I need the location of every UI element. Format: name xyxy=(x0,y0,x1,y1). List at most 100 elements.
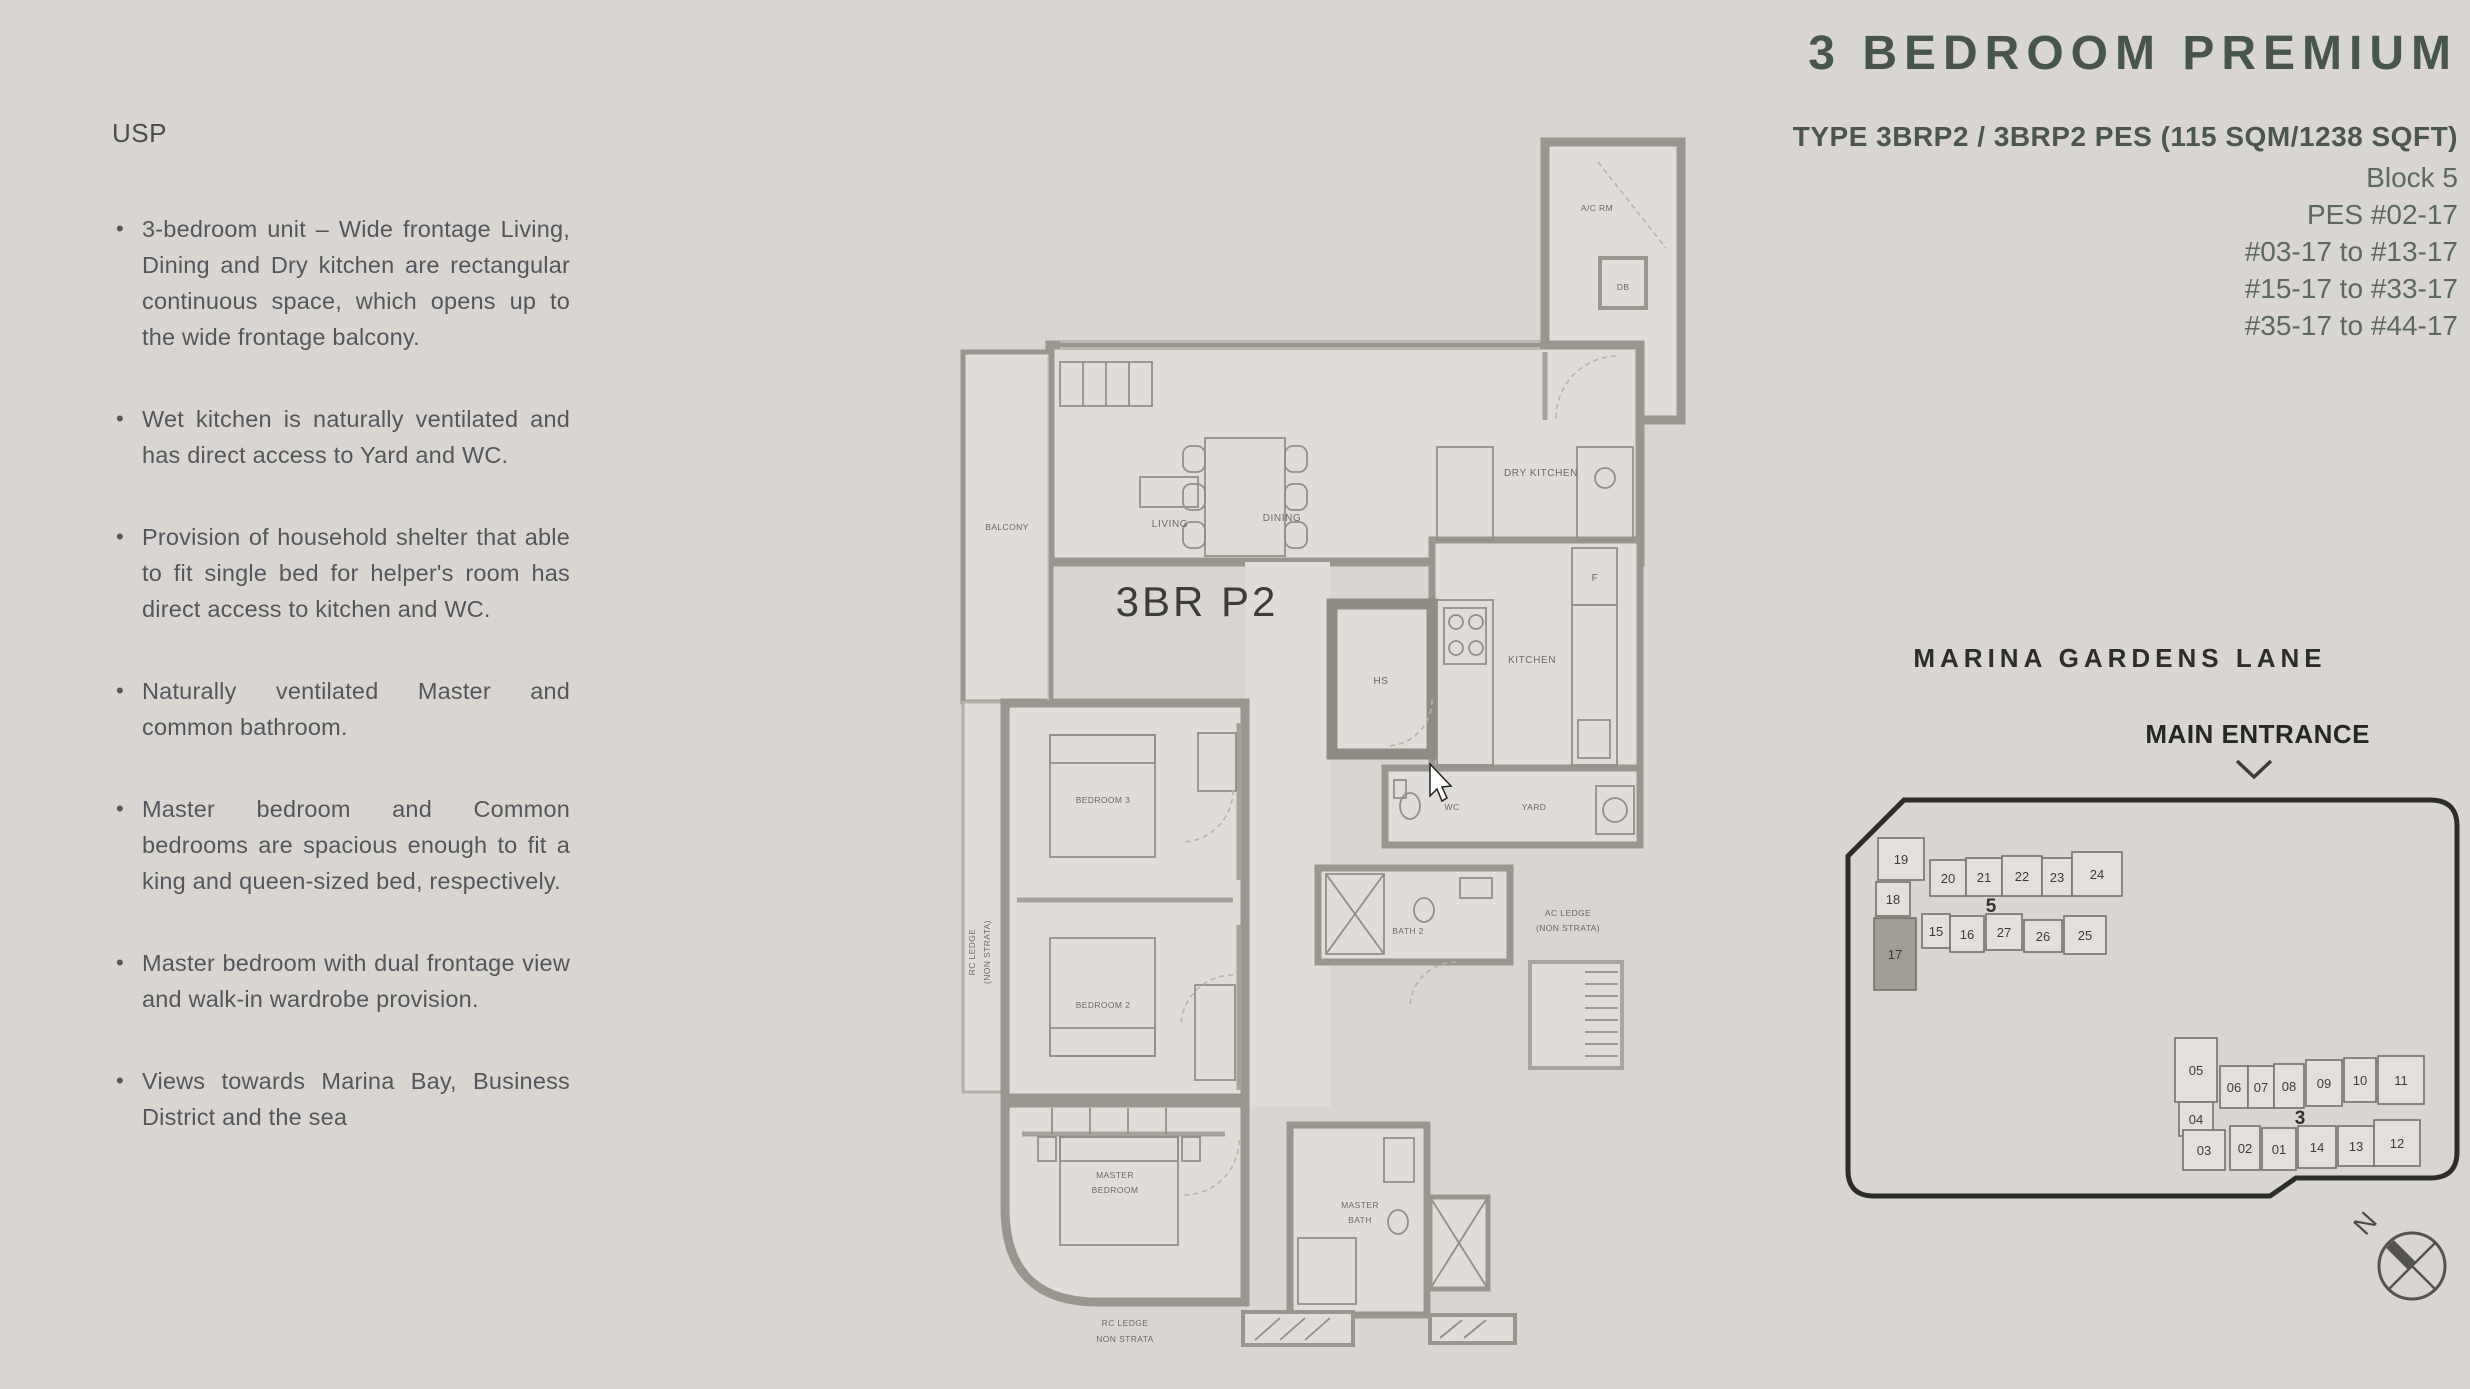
site-plan-unit-number: 25 xyxy=(2078,928,2092,943)
ac-ledge-label-2: (NON STRATA) xyxy=(1536,923,1600,933)
site-plan-unit-number: 14 xyxy=(2310,1140,2324,1155)
block3-number: 3 xyxy=(2295,1108,2306,1129)
site-plan-unit-number: 11 xyxy=(2394,1073,2408,1088)
wc-label: WC xyxy=(1445,802,1460,812)
floor-plan-walls xyxy=(960,137,1686,1347)
coffee-table xyxy=(1139,476,1199,508)
site-plan-unit xyxy=(2063,915,2107,955)
site-plan-unit-number: 12 xyxy=(2390,1136,2404,1151)
master-bath-label-2: BATH xyxy=(1348,1215,1372,1225)
side-ledge-area xyxy=(961,700,1009,1094)
site-plan-unit-number: 13 xyxy=(2349,1139,2363,1154)
site-plan-unit xyxy=(2229,1125,2261,1171)
site-plan-unit-number: 15 xyxy=(1929,924,1943,939)
usp-bullet: Master bedroom with dual frontage view a… xyxy=(112,945,570,1017)
entrance-arrow-icon xyxy=(2235,759,2273,780)
kitchen-counter xyxy=(1436,599,1494,766)
master-bedroom-area xyxy=(1000,1098,1250,1307)
usp-bullet: Naturally ventilated Master and common b… xyxy=(112,673,570,745)
site-plan-unit xyxy=(1949,915,1985,953)
bath2-shower xyxy=(1325,873,1385,955)
wardrobe-bedroom2 xyxy=(1194,984,1236,1081)
balcony-label: BALCONY xyxy=(985,522,1028,532)
stack-range-2: #15-17 to #33-17 xyxy=(2244,273,2458,304)
site-plan-boundary xyxy=(1845,797,2460,1199)
unit-header: 3 BEDROOM PREMIUM TYPE 3BRP2 / 3BRP2 PES… xyxy=(1793,26,2458,344)
wc-toilet xyxy=(1399,792,1421,820)
yard-label: YARD xyxy=(1522,802,1547,812)
side-ledge-label-2: (NON STRATA) xyxy=(982,920,992,984)
site-plan-unit-number: 19 xyxy=(1894,852,1908,867)
site-plan-unit xyxy=(2261,1127,2297,1171)
site-plan-unit-number: 04 xyxy=(2189,1112,2203,1127)
wardrobe-bedroom3 xyxy=(1197,732,1237,792)
hallway-area xyxy=(1245,562,1330,1107)
site-plan-unit xyxy=(2219,1065,2249,1109)
dry-kitchen-counter xyxy=(1436,446,1494,541)
compass-north-label: N xyxy=(2348,1206,2383,1241)
site-plan-unit-number: 22 xyxy=(2015,869,2029,884)
kitchen-label: KITCHEN xyxy=(1508,655,1556,666)
living-label: LIVING xyxy=(1152,519,1188,530)
site-plan-unit xyxy=(1965,857,2003,897)
kitchen-counter-2 xyxy=(1571,604,1618,766)
washer xyxy=(1595,785,1635,835)
ac-rm-label: A/C RM xyxy=(1581,203,1613,213)
site-plan-unit xyxy=(2023,919,2063,953)
site-plan-unit xyxy=(2343,1057,2377,1103)
planter-1 xyxy=(1241,1310,1355,1347)
master-bedroom-label-1: MASTER xyxy=(1096,1170,1134,1180)
dry-kitchen-label: DRY KITCHEN xyxy=(1504,468,1578,479)
stove xyxy=(1443,607,1487,665)
dry-kitchen-counter-2 xyxy=(1576,446,1634,541)
site-plan-unit xyxy=(1875,881,1911,917)
site-plan-unit xyxy=(2247,1065,2275,1109)
main-entrance-label: MAIN ENTRANCE xyxy=(2145,719,2370,749)
site-plan-unit xyxy=(2373,1119,2421,1167)
site-plan-unit-number: 26 xyxy=(2036,929,2050,944)
usp-bullet: Views towards Marina Bay, Business Distr… xyxy=(112,1063,570,1135)
master-bath-label-1: MASTER xyxy=(1341,1200,1379,1210)
mouse-cursor xyxy=(1429,762,1453,803)
dining-label: DINING xyxy=(1263,513,1302,524)
unit-type-plan-label: 3BR P2 xyxy=(1116,578,1279,625)
site-plan-unit-number: 09 xyxy=(2317,1076,2331,1091)
bath2-sink xyxy=(1459,877,1493,899)
site-plan-unit xyxy=(1985,913,2023,951)
furniture xyxy=(1037,256,1648,1341)
block-line: Block 5 xyxy=(2366,162,2458,193)
household-shelter-area xyxy=(1326,598,1438,760)
db-label: DB xyxy=(1617,282,1630,292)
site-plan-unit xyxy=(2305,1059,2343,1107)
site-plan-unit xyxy=(2297,1125,2337,1169)
street-label: MARINA GARDENS LANE xyxy=(1913,643,2327,673)
stack-range-1: #03-17 to #13-17 xyxy=(2244,236,2458,267)
kitchen-area xyxy=(1428,536,1644,772)
usp-bullet: Wet kitchen is naturally ventilated and … xyxy=(112,401,570,473)
bedroom2-label: BEDROOM 2 xyxy=(1076,1000,1131,1010)
bedroom3-label: BEDROOM 3 xyxy=(1076,795,1131,805)
master-bath-shower xyxy=(1297,1237,1357,1305)
usp-heading: USP xyxy=(112,118,167,148)
site-plan-unit xyxy=(2273,1063,2305,1109)
usp-bullet: Provision of household shelter that able… xyxy=(112,519,570,627)
pes-line: PES #02-17 xyxy=(2307,199,2458,230)
site-plan-unit-highlighted xyxy=(1873,917,1917,991)
inner-partitions xyxy=(1017,352,1548,1137)
door-swings xyxy=(1180,161,1667,1196)
site-plan-unit-number: 23 xyxy=(2050,870,2064,885)
site-plan-unit-number: 03 xyxy=(2197,1143,2211,1158)
master-bedroom-label-2: BEDROOM xyxy=(1092,1185,1139,1195)
site-plan-unit-number: 16 xyxy=(1960,927,1974,942)
unit-type-line: TYPE 3BRP2 / 3BRP2 PES (115 SQM/1238 SQF… xyxy=(1792,121,2458,152)
wc-yard-area xyxy=(1381,764,1644,849)
site-plan-unit xyxy=(2001,855,2043,897)
rc-ledge-label-1: RC LEDGE xyxy=(1102,1318,1149,1328)
db-box xyxy=(1598,256,1648,310)
compass-icon: N xyxy=(2348,1206,2447,1301)
room-labels: BALCONY LIVING DINING DRY KITCHEN KITCHE… xyxy=(967,203,1629,1344)
rc-ledge-label-2: NON STRATA xyxy=(1096,1334,1154,1344)
floor-plan: BALCONY LIVING DINING DRY KITCHEN KITCHE… xyxy=(960,137,1686,1347)
master-bath-toilet xyxy=(1387,1209,1409,1235)
